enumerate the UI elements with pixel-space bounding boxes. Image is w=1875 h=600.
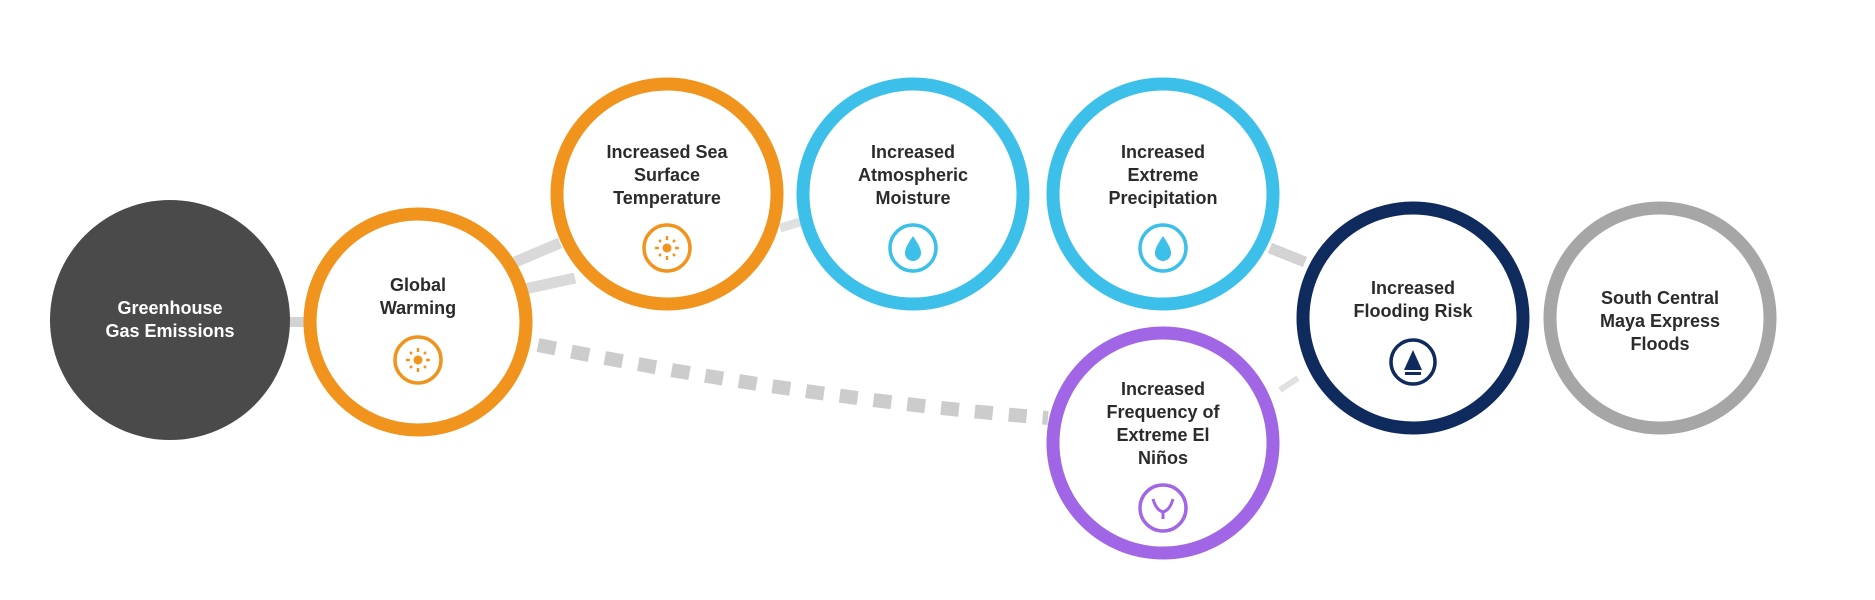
node-floods-label-line3: Floods [1631,334,1690,354]
water-drop-icon [888,223,938,273]
node-precipitation-circle [1046,77,1280,311]
node-extreme-precipitation: Increased Extreme Precipitation [1046,77,1280,311]
node-el-ninos-label-line2: Frequency of [1106,402,1220,422]
sun-icon [393,335,443,385]
node-sea-surface-circle [550,77,784,311]
connector-el-ninos-to-flooding [1278,375,1300,393]
flood-warning-icon [1389,338,1437,386]
node-el-ninos-circle [1046,326,1280,560]
node-floods-label-line1: South Central [1601,288,1719,308]
node-global-warming: Global Warming [303,207,533,437]
connector-warming-to-sea-upper [512,237,563,268]
node-atmospheric-label-line1: Increased [871,142,955,162]
node-el-ninos-label-line3: Extreme El [1116,425,1209,445]
node-precipitation-label-line3: Precipitation [1108,188,1217,208]
node-atmospheric-circle [796,77,1030,311]
node-global-warming-label-line2: Warming [380,298,456,318]
node-flooding-risk: Increased Flooding Risk [1296,201,1530,435]
connector-precipitation-to-flooding [1267,242,1308,268]
node-extreme-el-ninos: Increased Frequency of Extreme El Niños [1046,326,1280,560]
node-global-warming-circle [303,207,533,437]
node-atmospheric-label-line2: Atmospheric [858,165,968,185]
water-drop-icon [1138,223,1188,273]
el-nino-icon [1138,483,1188,533]
node-el-ninos-label-line1: Increased [1121,379,1205,399]
connectors [290,217,1308,425]
connector-sea-to-atmospheric [778,217,802,233]
connector-warming-to-el-ninos-dashed [536,338,1049,425]
sun-icon [642,223,692,273]
node-el-ninos-label-line4: Niños [1138,448,1188,468]
node-precipitation-label-line2: Extreme [1127,165,1198,185]
node-greenhouse-label-line2: Gas Emissions [105,321,234,341]
node-atmospheric-moisture: Increased Atmospheric Moisture [796,77,1030,311]
node-sea-surface-label-line3: Temperature [613,188,721,208]
connector-warming-to-sea-lower [518,272,577,296]
node-sea-surface-label-line2: Surface [634,165,700,185]
node-atmospheric-label-line3: Moisture [875,188,950,208]
node-greenhouse-gas-emissions: Greenhouse Gas Emissions [50,200,290,440]
node-greenhouse-label-line1: Greenhouse [117,298,222,318]
node-global-warming-label-line1: Global [390,275,446,295]
node-floods-circle [1543,201,1777,435]
node-flooding-circle [1296,201,1530,435]
node-flooding-label-line1: Increased [1371,278,1455,298]
node-floods-label-line2: Maya Express [1600,311,1720,331]
node-precipitation-label-line1: Increased [1121,142,1205,162]
node-sea-surface-temperature: Increased Sea Surface Temperature [550,77,784,311]
node-greenhouse-circle [50,200,290,440]
node-sea-surface-label-line1: Increased Sea [606,142,728,162]
node-maya-express-floods: South Central Maya Express Floods [1543,201,1777,435]
node-flooding-label-line2: Flooding Risk [1354,301,1474,321]
